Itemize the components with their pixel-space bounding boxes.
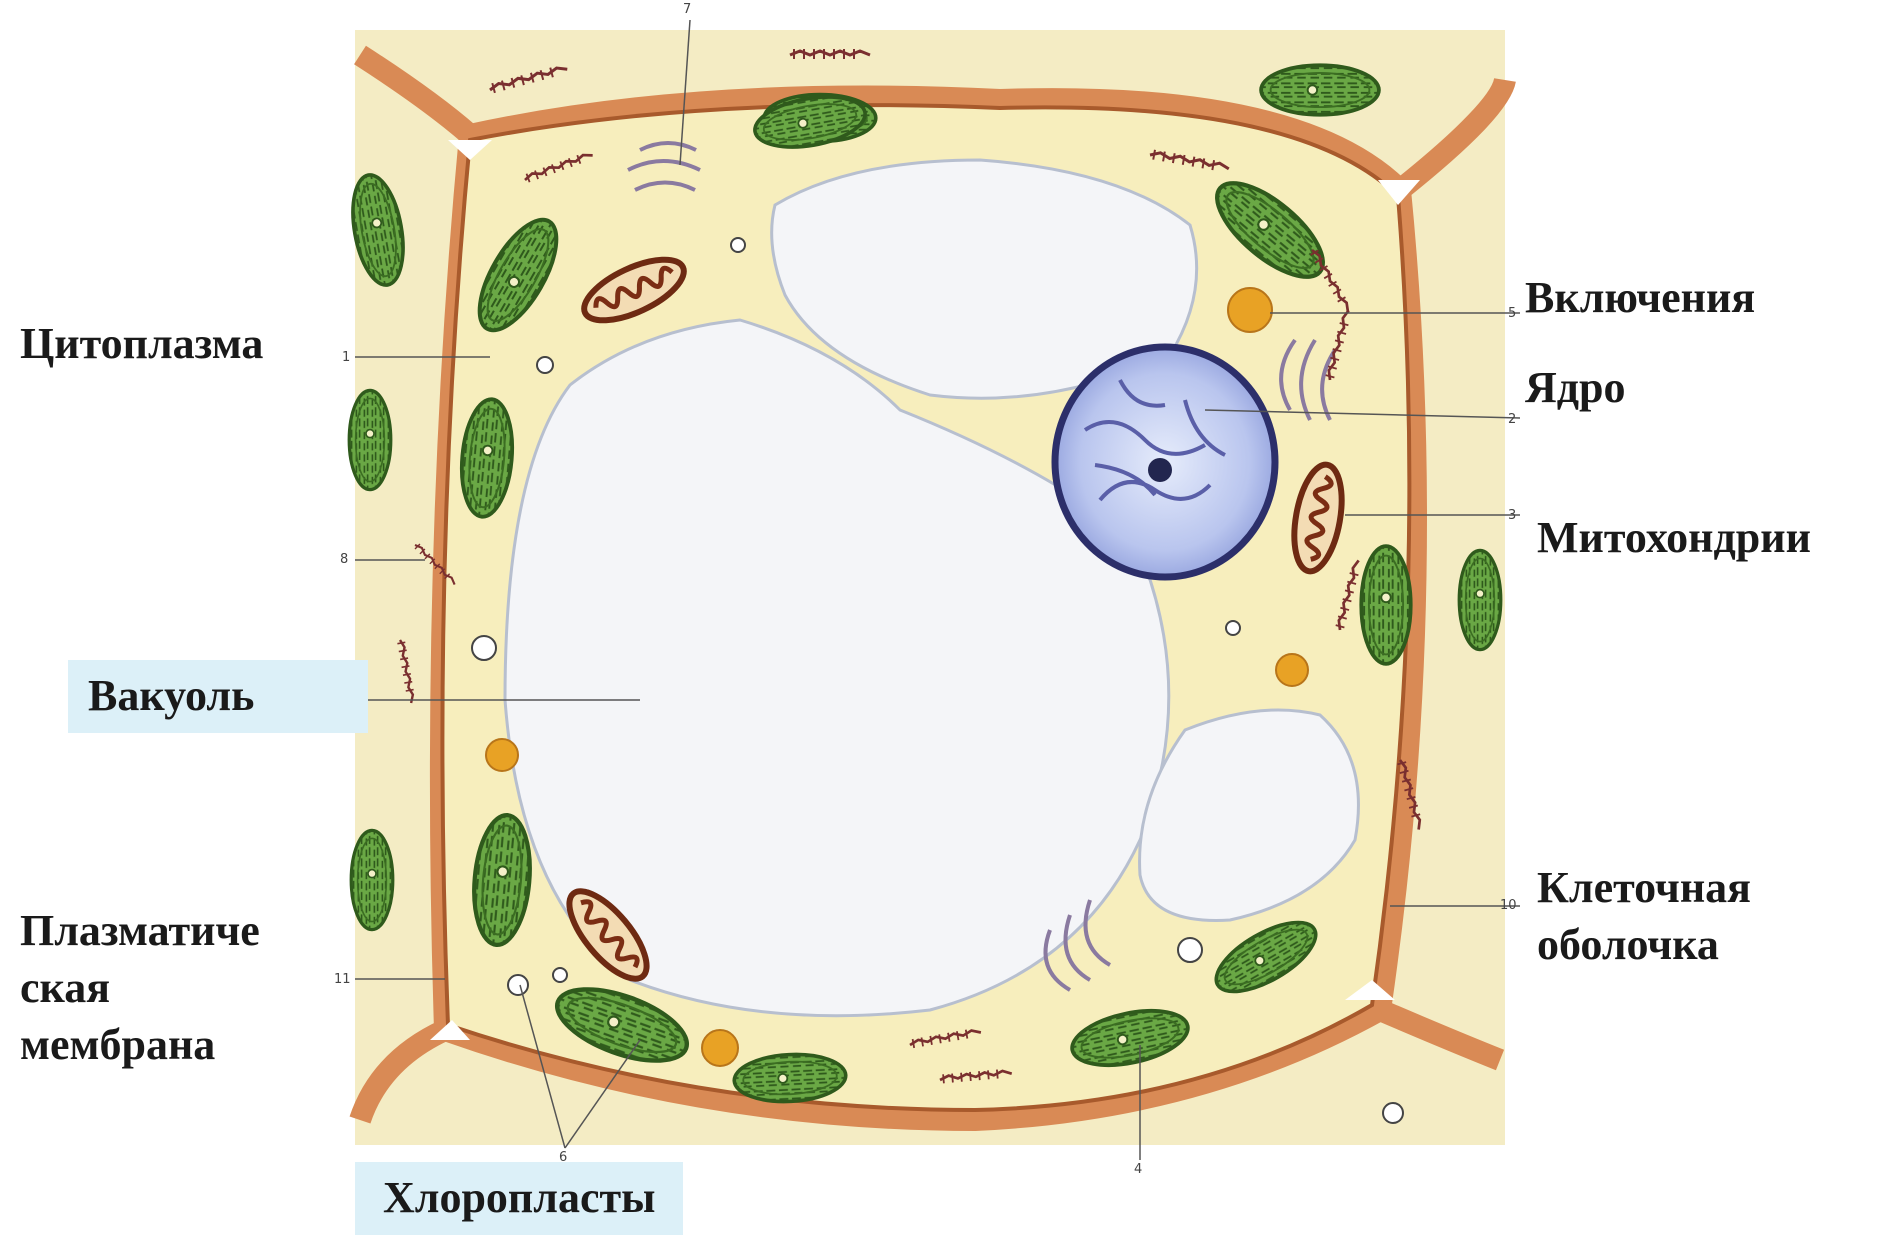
label-plasma-membrane-line1: Плазматиче <box>20 905 260 958</box>
label-inclusions: Включения <box>1525 272 1755 325</box>
label-cell-wall: Клеточная оболочка <box>1537 862 1751 972</box>
label-mitochondria: Митохондрии <box>1537 512 1811 565</box>
inclusion <box>1276 654 1308 686</box>
nucleus <box>1055 347 1275 577</box>
label-chloroplasts: Хлоропласты <box>355 1162 683 1235</box>
label-plasma-membrane-line3: мембрана <box>20 1019 260 1072</box>
label-cell-wall-line2: оболочка <box>1537 919 1751 972</box>
chloroplast <box>1361 546 1410 664</box>
callout-number-5: 5 <box>1508 306 1516 321</box>
label-cell-wall-line1: Клеточная <box>1537 862 1751 915</box>
callout-number-2: 2 <box>1508 412 1516 427</box>
callout-number-8: 8 <box>340 552 348 567</box>
inclusion <box>702 1030 738 1066</box>
callout-number-7: 7 <box>683 2 691 17</box>
inclusion <box>1228 288 1272 332</box>
callout-number-3: 3 <box>1508 508 1516 523</box>
label-cytoplasm: Цитоплазма <box>20 318 263 371</box>
label-plasma-membrane: Плазматиче ская мембрана <box>20 905 260 1071</box>
callout-number-10: 10 <box>1500 898 1517 913</box>
label-nucleus: Ядро <box>1525 362 1626 415</box>
callout-number-4: 4 <box>1134 1162 1142 1177</box>
label-plasma-membrane-line2: ская <box>20 962 260 1015</box>
callout-number-1: 1 <box>342 350 350 365</box>
inclusion <box>486 739 518 771</box>
callout-number-11: 11 <box>334 972 351 987</box>
label-vacuole: Вакуоль <box>68 660 368 733</box>
